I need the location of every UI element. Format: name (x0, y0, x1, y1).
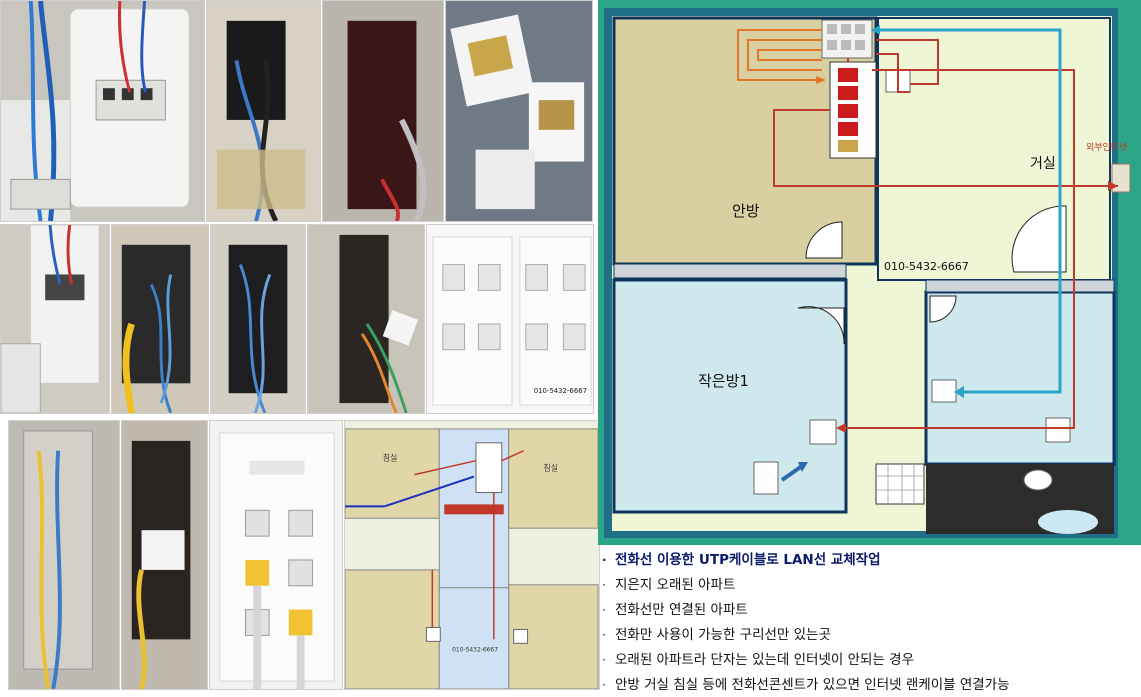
photo-utp-cable-installed (307, 224, 425, 414)
bullet-text: 전화선만 연결된 아파트 (615, 602, 748, 618)
mini-room-b: 침실 (543, 463, 558, 473)
floor-plan-diagram: 안방 거실 작은방1 010-5432-6667 외부인터넷 (598, 0, 1141, 545)
bullet-text: 전화선 이용한 UTP케이블로 LAN선 교체작업 (615, 552, 881, 568)
panel-phone-label: 010-5432-6667 (534, 387, 587, 395)
photo-wall-box-wires (206, 0, 321, 222)
bullet-text: 전화만 사용이 가능한 구리선만 있는곳 (615, 627, 831, 643)
photo-phone-outlet-opened (0, 0, 205, 222)
photo-wall-plate-yellow-cables (209, 420, 343, 690)
room-master-bedroom: 안방 (732, 202, 760, 220)
photo-rj45-keystone-jacks (445, 0, 593, 222)
bullet-marker: · (602, 678, 606, 692)
bullet-item: · 전화선 이용한 UTP케이블로 LAN선 교체작업 (602, 548, 1139, 573)
bullet-marker: · (602, 578, 606, 592)
bullet-item: · 안방 거실 침실 등에 전화선콘센트가 있으면 인터넷 랜케이블 연결가능 (602, 673, 1139, 697)
jack-right-room (931, 379, 957, 403)
jack-right-lower (1045, 417, 1071, 443)
bullet-item: · 전화선만 연결된 아파트 (602, 598, 1139, 623)
photo-mini-floor-plan: 침실 침실 010-5432-6667 (344, 420, 600, 690)
photo-phone-terminal-block (0, 224, 110, 414)
photo-keystone-connected (121, 420, 208, 690)
bullet-text: 안방 거실 침실 등에 전화선콘센트가 있으면 인터넷 랜케이블 연결가능 (615, 677, 1010, 693)
bullet-text: 지은지 오래된 아파트 (615, 577, 736, 593)
photo-wall-box-cut-wires (210, 224, 306, 414)
photo-new-lan-wall-plates: 010-5432-6667 (426, 224, 594, 414)
old-phone-outlet (753, 461, 779, 495)
bullet-marker: · (602, 553, 607, 567)
jack-small-room (809, 419, 837, 445)
description-list: · 전화선 이용한 UTP케이블로 LAN선 교체작업 · 지은지 오래된 아파… (602, 548, 1139, 697)
bullet-item: · 전화만 사용이 가능한 구리선만 있는곳 (602, 623, 1139, 648)
bullet-marker: · (602, 628, 606, 642)
bullet-text: 오래된 아파트라 단자는 있는데 인터넷이 안되는 경우 (615, 652, 914, 668)
room-small-room-1: 작은방1 (698, 372, 749, 390)
bullet-marker: · (602, 653, 606, 667)
mini-room-a: 침실 (383, 453, 398, 463)
bullet-item: · 오래된 아파트라 단자는 있는데 인터넷이 안되는 경우 (602, 648, 1139, 673)
photo-empty-box-yellow-wires (8, 420, 120, 690)
bullet-item: · 지은지 오래된 아파트 (602, 573, 1139, 598)
mini-phone-label: 010-5432-6667 (452, 646, 498, 653)
photo-empty-wall-box (322, 0, 444, 222)
room-living-room: 거실 (1030, 156, 1056, 172)
photo-wall-box-yellow-cable (111, 224, 209, 414)
plan-phone-label: 010-5432-6667 (884, 260, 969, 273)
bullet-marker: · (602, 603, 606, 617)
external-internet-label: 외부인터넷 (1086, 141, 1127, 153)
